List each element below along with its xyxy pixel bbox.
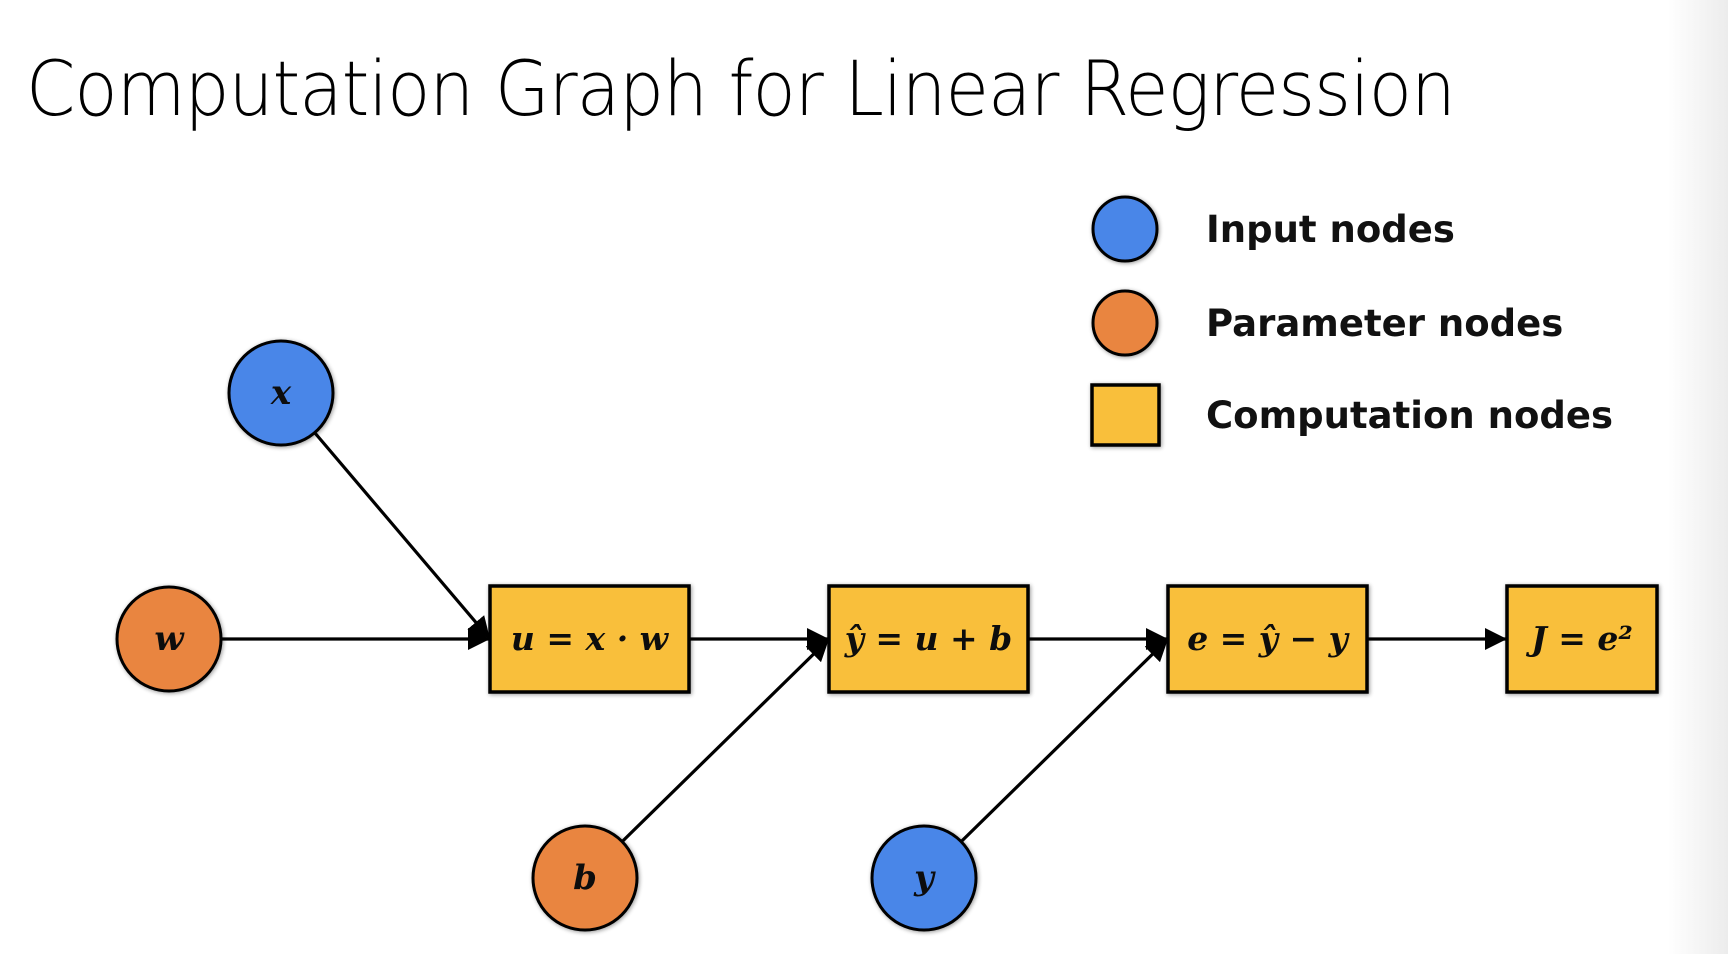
legend-parameter-swatch-icon (1091, 289, 1159, 357)
node-yhat-shape (827, 584, 1030, 694)
node-u-shape (488, 584, 691, 694)
node-w-label: w (154, 619, 185, 659)
legend-item-computation: Computation nodes (1090, 383, 1613, 447)
node-u: u = x · w (488, 584, 691, 694)
legend-input-swatch-icon (1091, 195, 1159, 263)
node-x: x (227, 339, 335, 447)
legend-computation-swatch-icon (1090, 383, 1161, 447)
node-J-label: J = e² (1525, 619, 1633, 658)
node-y: y (870, 824, 978, 932)
node-b-label: b (573, 858, 597, 898)
node-J: J = e² (1505, 584, 1659, 694)
slide-edge-shadow (1668, 0, 1728, 954)
node-e-shape (1166, 584, 1369, 694)
node-b-shape (531, 824, 639, 932)
node-x-label: x (270, 373, 292, 413)
node-y-shape (870, 824, 978, 932)
node-e: e = ŷ − y (1166, 584, 1369, 694)
node-J-shape (1505, 584, 1659, 694)
node-w: w (115, 585, 223, 693)
node-yhat-label: ŷ = u + b (844, 619, 1013, 658)
node-x-shape (227, 339, 335, 447)
edge-b-to-yhat (621, 637, 831, 843)
node-e-label: e = ŷ − y (1187, 619, 1350, 658)
slide-title: Computation Graph for Linear Regression (26, 44, 1456, 133)
node-u-label: u = x · w (511, 619, 670, 658)
node-w-shape (115, 585, 223, 693)
edge-y-to-e (960, 637, 1170, 843)
nodes-layer: x w b y u = x · w ŷ = u + b e = ŷ − y J = e² (115, 339, 1659, 932)
legend-computation-label: Computation nodes (1206, 394, 1613, 437)
legend-parameter-label: Parameter nodes (1206, 302, 1563, 345)
node-yhat: ŷ = u + b (827, 584, 1030, 694)
legend-input-label: Input nodes (1206, 208, 1455, 251)
legend-item-input: Input nodes (1091, 195, 1455, 263)
edges-layer (221, 431, 1507, 843)
node-y-label: y (913, 858, 936, 898)
edge-x-to-u (313, 431, 492, 641)
legend-item-parameter: Parameter nodes (1091, 289, 1563, 357)
node-b: b (531, 824, 639, 932)
